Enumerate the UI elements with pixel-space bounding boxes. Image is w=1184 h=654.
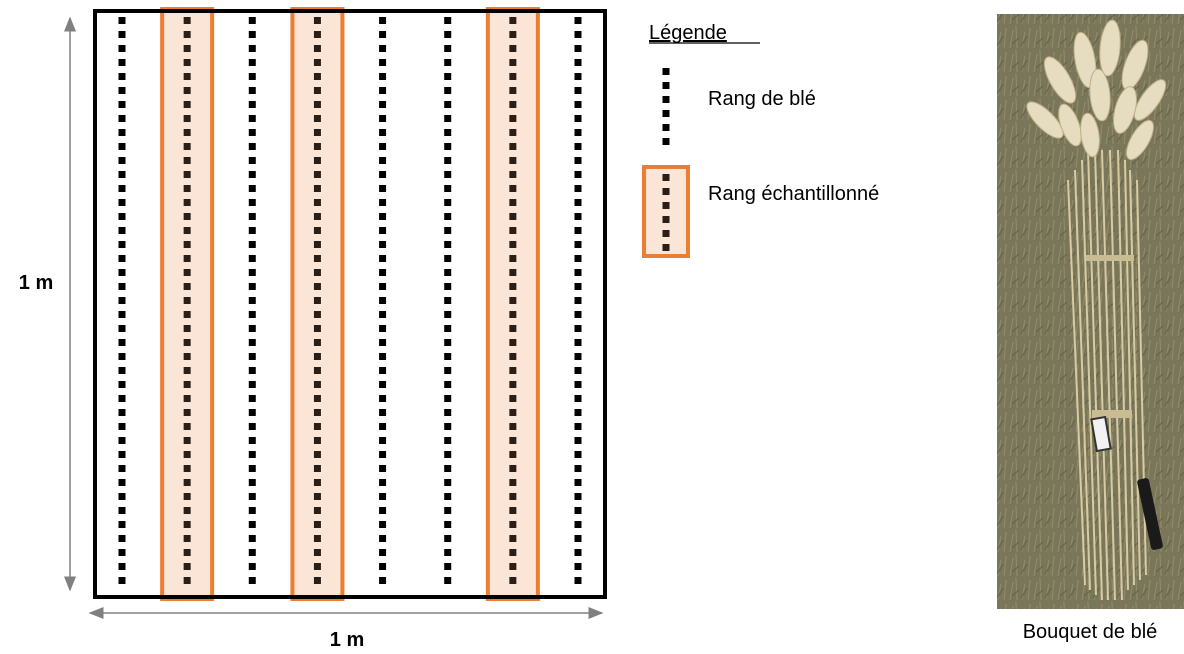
- height-label: 1 m: [19, 272, 53, 294]
- wheat-bouquet-photo: [997, 14, 1184, 609]
- wheat-rows: [118, 17, 582, 591]
- width-label: 1 m: [330, 629, 364, 651]
- legend-sampled-symbol: [642, 165, 690, 258]
- photo-caption: Bouquet de blé: [1023, 621, 1158, 643]
- legend-row-label: Rang de blé: [708, 88, 816, 110]
- plot-square: [93, 9, 607, 599]
- legend-sampled-label: Rang échantillonné: [708, 183, 879, 205]
- legend-title: Légende: [649, 22, 727, 44]
- sampled-row-highlights: [160, 7, 540, 601]
- legend: Légende Rang de blé Rang échantillonné: [642, 22, 879, 258]
